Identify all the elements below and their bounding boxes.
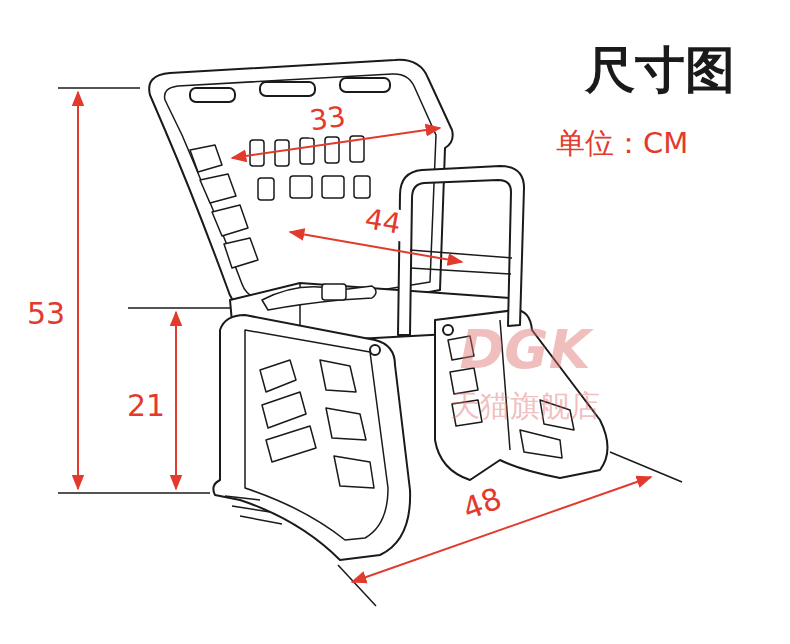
dimension-label: 48 <box>458 481 505 525</box>
dimension-label: 33 <box>305 101 351 137</box>
dimension-label: 53 <box>27 297 65 330</box>
dimension-label: 44 <box>360 203 406 241</box>
diagram-title: 尺寸图 <box>585 43 735 98</box>
unit-note: 单位：CM <box>556 128 688 160</box>
watermark: DGK <box>460 320 591 379</box>
dimension-label: 21 <box>127 389 165 422</box>
watermark: 天猫旗舰店 <box>450 389 600 422</box>
